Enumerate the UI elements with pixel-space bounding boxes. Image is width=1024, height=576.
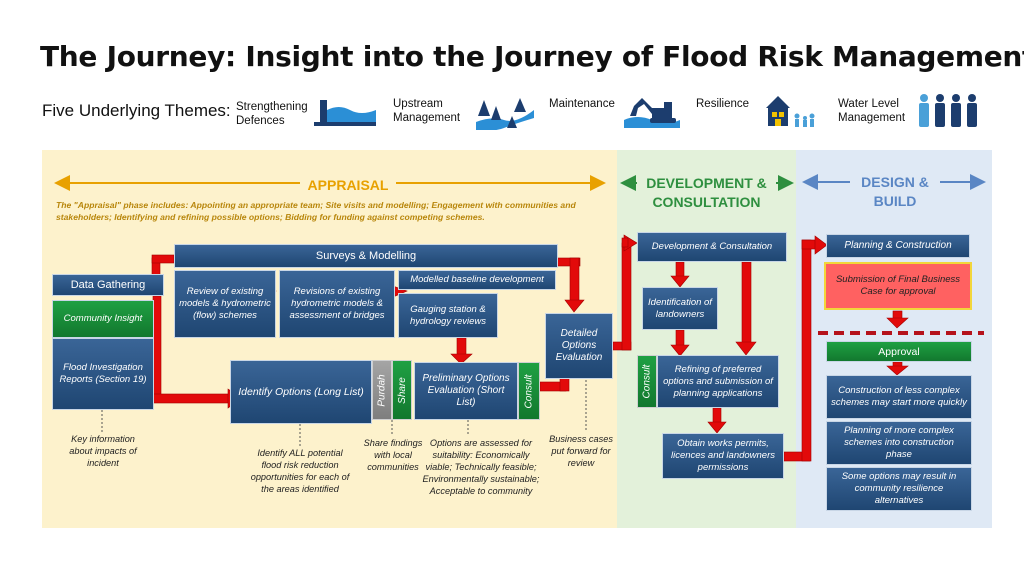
refining-options-box: Refining of preferred options and submis…	[657, 355, 779, 408]
development-consultation-box: Development & Consultation	[637, 232, 787, 262]
share-box: Share	[392, 360, 412, 420]
business-cases-note: Business cases put forward for review	[549, 434, 613, 468]
share-label: Share	[396, 376, 408, 404]
development-title-line1: DEVELOPMENT &	[646, 175, 767, 191]
purdah-label: Purdah	[376, 373, 388, 407]
design-zone	[796, 150, 992, 528]
review-existing-models-box: Review of existing models & hydrometric …	[174, 270, 276, 338]
purdah-box: Purdah	[372, 360, 392, 420]
modelled-baseline-box: Modelled baseline development	[398, 270, 556, 290]
appraisal-title: APPRAISAL	[307, 177, 389, 193]
theme-upstream-management-label: Upstream Management	[393, 98, 461, 124]
defence-wall-icon	[314, 100, 376, 126]
excavator-icon	[624, 98, 680, 128]
design-title-line1: DESIGN &	[861, 174, 929, 190]
themes-label: Five Underlying Themes:	[42, 101, 231, 120]
theme-maintenance-label: Maintenance	[549, 98, 615, 110]
data-gathering-box: Data Gathering	[52, 274, 164, 296]
development-title: DEVELOPMENT & CONSULTATION	[637, 174, 776, 212]
design-title-line2: BUILD	[873, 193, 917, 209]
appraisal-description: The "Appraisal" phase includes: Appointi…	[56, 200, 576, 222]
share-findings-note: Share findings with local communities	[363, 438, 423, 472]
people-icon	[919, 94, 977, 127]
preliminary-options-box: Preliminary Options Evaluation (Short Li…	[414, 362, 518, 420]
house-family-icon	[766, 96, 815, 127]
revisions-hydrometric-box: Revisions of existing hydrometric models…	[279, 270, 395, 338]
approval-box: Approval	[826, 341, 972, 362]
key-information-note: Key information about impacts of inciden…	[69, 434, 137, 468]
consult-label-appraisal: Consult	[523, 374, 535, 408]
consult-label-development: Consult	[641, 364, 653, 399]
page-title: The Journey: Insight into the Journey of…	[40, 40, 1024, 73]
gauging-station-box: Gauging station & hydrology reviews	[398, 293, 498, 338]
upstream-trees-icon	[476, 98, 534, 130]
less-complex-schemes-box: Construction of less complex schemes may…	[826, 375, 972, 419]
identify-options-box: Identify Options (Long List)	[230, 360, 372, 424]
identify-all-note: Identify ALL potential flood risk reduct…	[250, 448, 350, 494]
surveys-modelling-box: Surveys & Modelling	[174, 244, 558, 268]
obtain-permits-box: Obtain works permits, licences and lando…	[662, 433, 784, 479]
planning-construction-box: Planning & Construction	[826, 234, 970, 258]
consult-box-development: Consult	[637, 355, 657, 408]
development-title-line2: CONSULTATION	[652, 194, 761, 210]
consult-box-appraisal: Consult	[518, 362, 540, 420]
design-title: DESIGN & BUILD	[850, 173, 940, 211]
resilience-alternatives-box: Some options may result in community res…	[826, 467, 972, 511]
more-complex-schemes-box: Planning of more complex schemes into co…	[826, 421, 972, 465]
community-insight-box: Community Insight	[52, 300, 154, 338]
flood-investigation-reports-box: Flood Investigation Reports (Section 19)	[52, 338, 154, 410]
options-assessed-note: Options are assessed for suitability: Ec…	[422, 438, 540, 496]
theme-water-level-management-label: Water Level Management	[838, 98, 906, 124]
theme-strengthening-defences-label: Strengthening Defences	[236, 101, 308, 127]
detailed-options-box: Detailed Options Evaluation	[545, 313, 613, 379]
final-business-case-box: Submission of Final Business Case for ap…	[824, 262, 972, 310]
identification-landowners-box: Identification of landowners	[642, 287, 718, 330]
theme-resilience-label: Resilience	[696, 98, 750, 110]
